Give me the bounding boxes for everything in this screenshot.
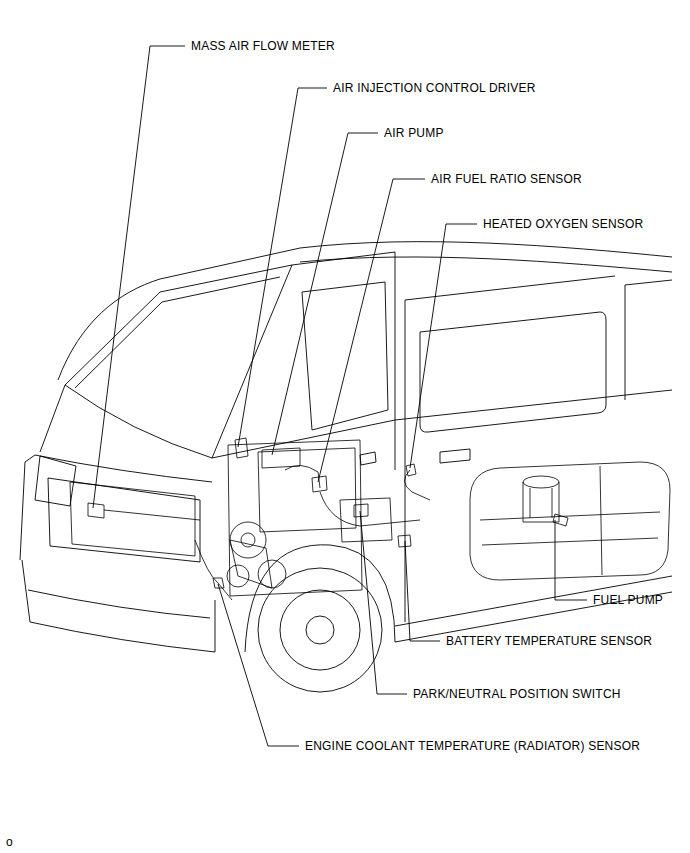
drawing-line: [523, 476, 559, 488]
drawing-line: [398, 535, 411, 547]
drawing-line: [302, 282, 388, 430]
drawing-line: [395, 576, 672, 626]
drawing-line: [320, 492, 420, 526]
drawing-line: [58, 242, 672, 380]
drawing-line: [405, 300, 406, 622]
drawing-line: [70, 482, 195, 556]
drawing-line: [28, 590, 210, 618]
drawing-line: [354, 504, 368, 517]
drawing-line: [292, 252, 395, 470]
drawing-line: [410, 224, 477, 468]
drawing-line: [65, 265, 292, 458]
drawing-line: [88, 503, 104, 518]
drawing-line: [406, 464, 416, 476]
drawing-line: [218, 584, 299, 746]
drawing-line: [235, 438, 248, 458]
drawing-line: [212, 390, 672, 458]
drawing-line: [262, 448, 300, 468]
drawing-line: [312, 476, 327, 492]
drawing-line: [470, 462, 670, 580]
drawing-line: [285, 465, 320, 488]
part-label: AIR INJECTION CONTROL DRIVER: [333, 80, 536, 96]
drawing-line: [25, 455, 35, 462]
drawing-line: [420, 312, 606, 432]
drawing-line: [600, 466, 602, 575]
drawing-line: [440, 449, 470, 463]
part-label: ENGINE COOLANT TEMPERATURE (RADIATOR) SE…: [305, 738, 640, 754]
drawing-line: [405, 541, 440, 641]
drawing-line: [360, 511, 407, 694]
drawing-line: [272, 133, 378, 455]
drawing-line: [258, 560, 286, 588]
drawing-line: [530, 488, 552, 518]
drawing-line: [93, 46, 185, 508]
part-label: MASS AIR FLOW METER: [191, 38, 335, 54]
drawing-line: [238, 88, 327, 447]
drawing-line: [404, 470, 430, 500]
drawing-line: [625, 285, 626, 400]
drawing-line: [280, 590, 360, 670]
drawing-line: [245, 545, 395, 652]
part-label: HEATED OXYGEN SENSOR: [483, 216, 643, 232]
part-label: BATTERY TEMPERATURE SENSOR: [446, 633, 652, 649]
engine-parts: [70, 438, 670, 600]
drawing-line: [195, 540, 232, 600]
drawing-line: [22, 560, 215, 652]
drawing-line: [340, 498, 392, 542]
drawing-line: [104, 510, 200, 520]
part-label: FUEL PUMP: [593, 592, 663, 608]
drawing-line: [480, 512, 660, 520]
drawing-line: [258, 568, 382, 692]
part-label: AIR PUMP: [384, 125, 444, 141]
drawing-line: [360, 452, 376, 465]
drawing-line: [48, 478, 200, 562]
drawing-line: [75, 277, 280, 388]
drawing-line: [230, 522, 266, 558]
part-label: PARK/NEUTRAL POSITION SWITCH: [413, 686, 621, 702]
drawing-line: [228, 440, 362, 596]
part-label: o: [6, 834, 13, 850]
drawing-line: [482, 538, 658, 545]
drawing-line: [230, 540, 272, 588]
drawing-line: [40, 385, 65, 452]
drawing-line: [306, 616, 334, 644]
part-label: AIR FUEL RATIO SENSOR: [431, 171, 582, 187]
drawing-line: [20, 462, 25, 560]
drawing-line: [35, 455, 212, 482]
drawing-line: [318, 179, 425, 482]
drawing-line: [625, 280, 672, 285]
drawing-line: [300, 257, 672, 272]
drawing-line: [555, 520, 587, 600]
